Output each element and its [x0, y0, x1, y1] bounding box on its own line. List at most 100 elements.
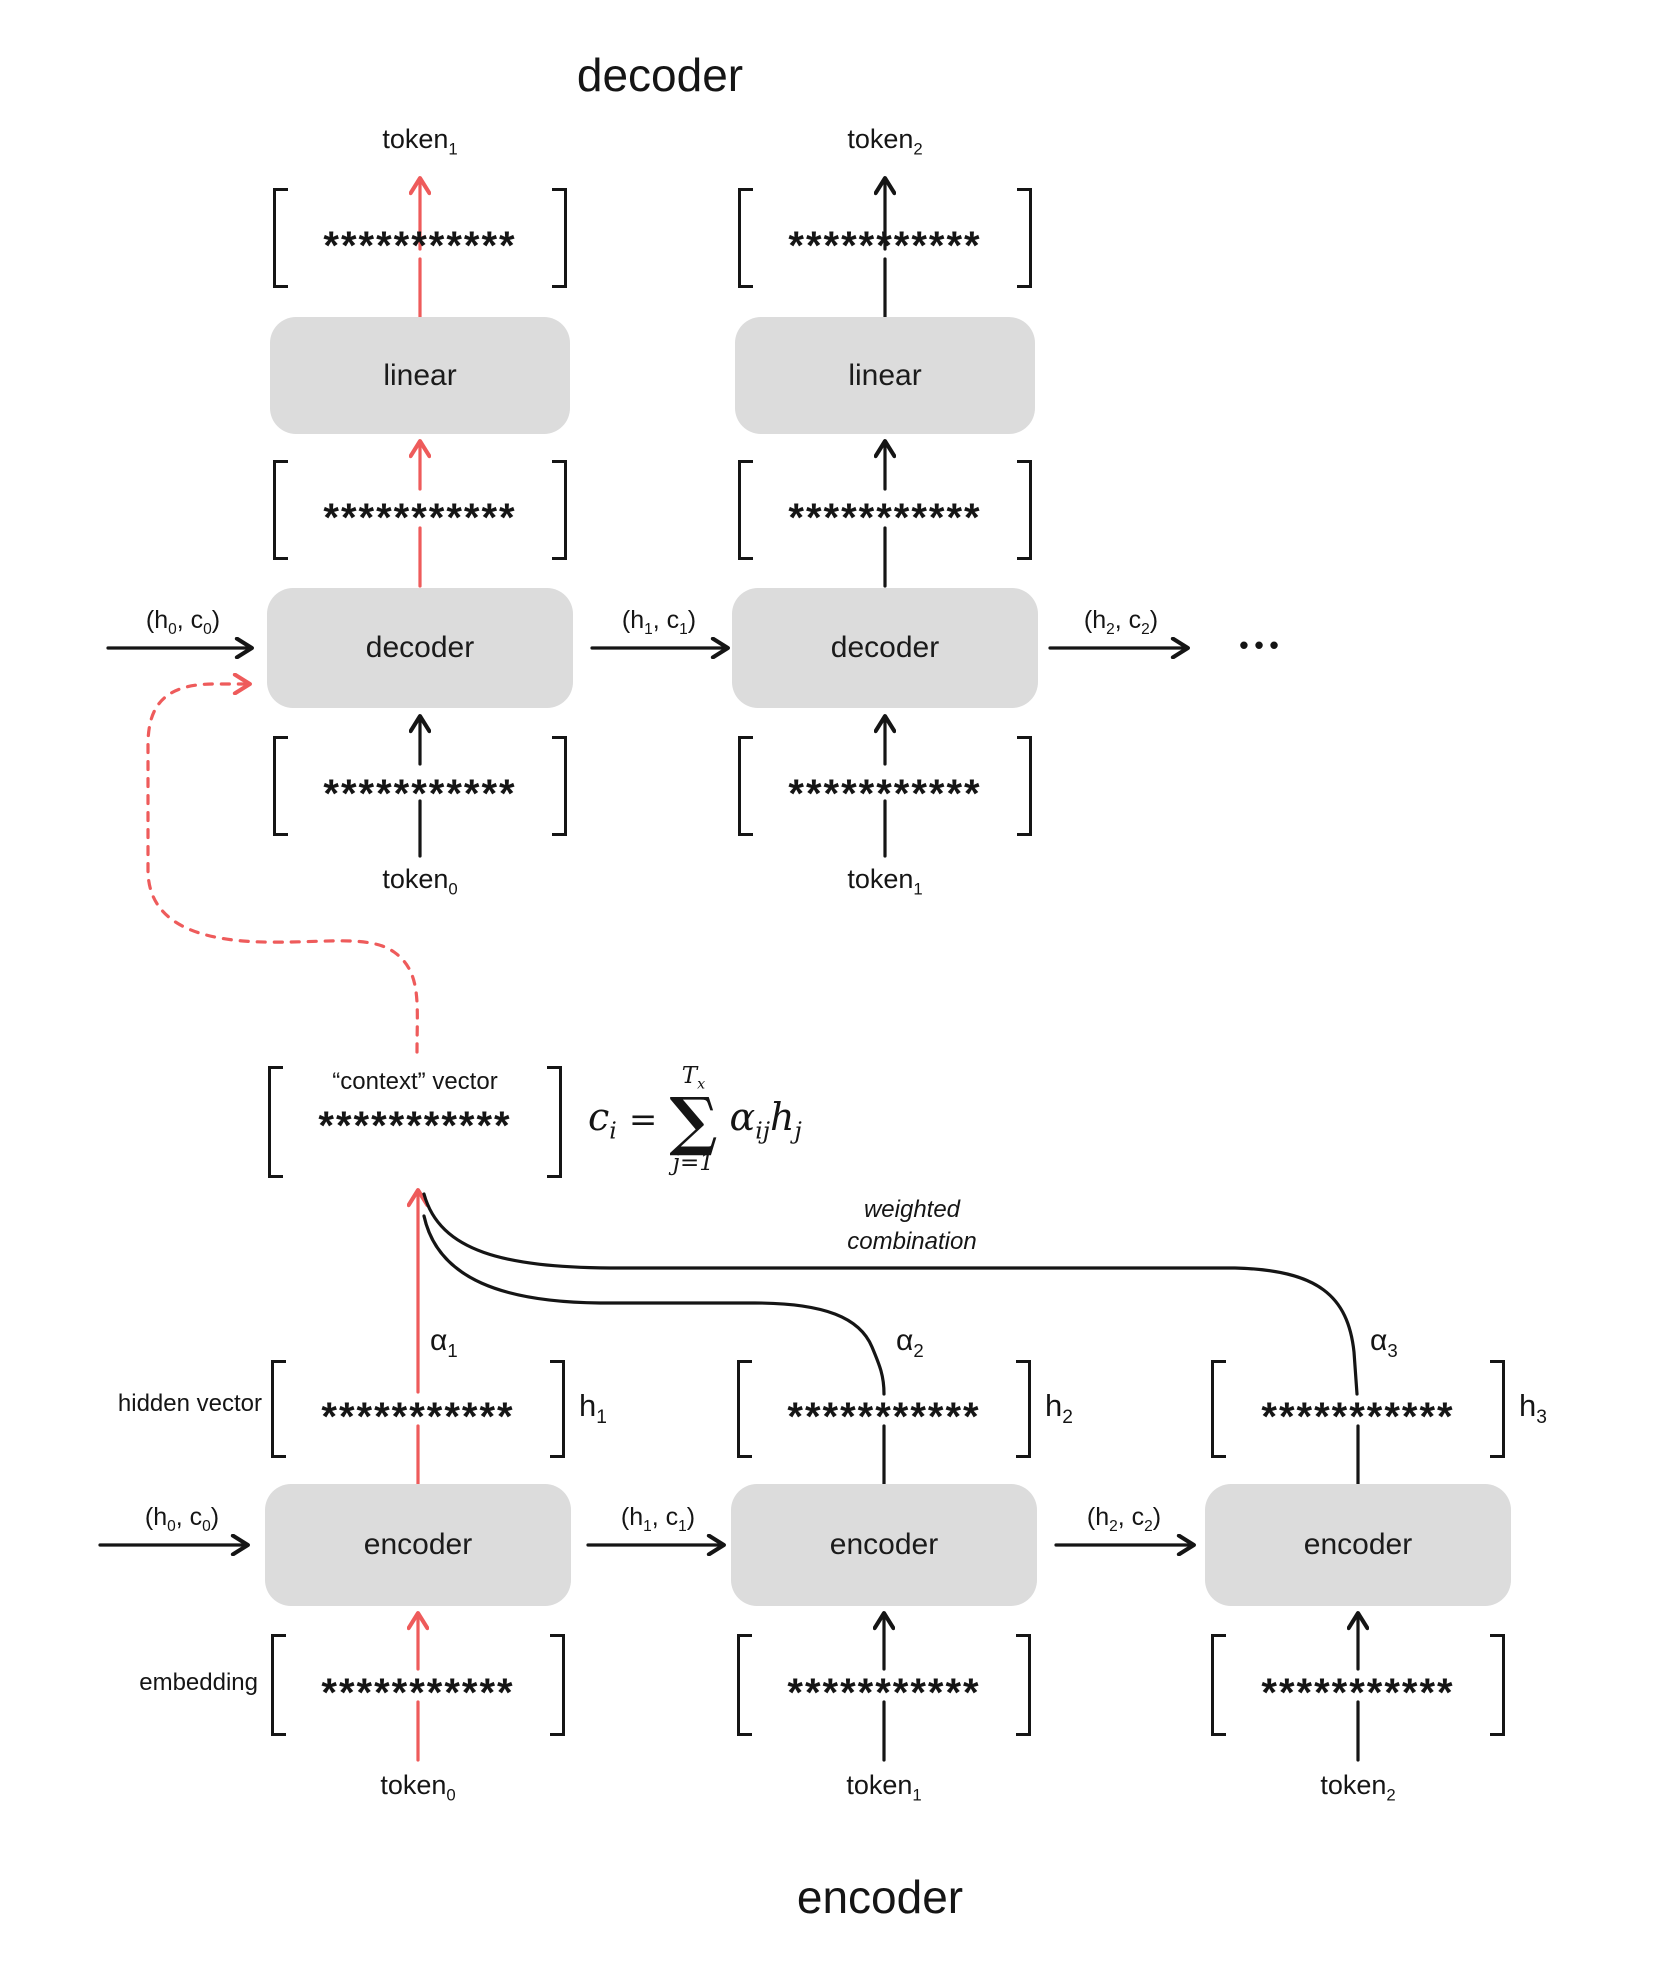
encoder-box-label: encoder	[363, 1528, 473, 1561]
vector-values: ***********	[1261, 1670, 1455, 1715]
weighted-combination-line2: combination	[847, 1228, 977, 1255]
decoder-state-label-h0c0: (h0, c0)	[145, 606, 221, 638]
decoder2-mid-vector: ***********	[738, 460, 1032, 560]
encoder3-hidden-vector: ***********	[1211, 1360, 1505, 1458]
encoder-state-label-h0c0: (h0, c0)	[144, 1503, 220, 1535]
continuation-ellipsis: •••	[1239, 630, 1285, 660]
bracket-right	[552, 460, 567, 560]
decoder1-input-vector: ***********	[273, 736, 567, 836]
vector-values: ***********	[788, 223, 982, 268]
bracket-right	[1490, 1360, 1505, 1458]
alpha1-label: α1	[430, 1324, 458, 1361]
vector-values: ***********	[787, 1670, 981, 1715]
dashed-arrow-context-to-decoder1	[146, 684, 419, 1054]
curve-h3-to-context	[422, 1192, 1359, 1396]
decoder1-output-vector: ***********	[273, 188, 567, 288]
decoder2-output-vector: ***********	[738, 188, 1032, 288]
decoder1-linear-box: linear	[270, 317, 570, 434]
vector-values: ***********	[323, 495, 517, 540]
sum-lower-limit: j=1	[672, 1150, 714, 1177]
encoder1-token: token0	[380, 1770, 456, 1805]
encoder2-embedding-vector: ***********	[737, 1634, 1031, 1736]
bracket-right	[547, 1066, 562, 1178]
formula-sum: Tx ∑ j=1	[669, 1062, 718, 1177]
bracket-left	[1211, 1360, 1226, 1458]
decoder2-box: decoder	[732, 588, 1038, 708]
encoder-box-label: encoder	[829, 1528, 939, 1561]
bracket-left	[737, 1634, 752, 1736]
encoder1-box: encoder	[265, 1484, 571, 1606]
bracket-right	[1016, 1360, 1031, 1458]
decoder2-linear-box: linear	[735, 317, 1035, 434]
formula-lhs: ci	[588, 1095, 617, 1145]
encoder3-embedding-vector: ***********	[1211, 1634, 1505, 1736]
embedding-row-label: embedding	[139, 1669, 258, 1696]
sum-upper-limit: Tx	[681, 1062, 706, 1093]
vector-values: ***********	[788, 495, 982, 540]
bracket-left	[268, 1066, 283, 1178]
weighted-combination-label: weighted combination	[847, 1194, 976, 1258]
encoder2-box: encoder	[731, 1484, 1037, 1606]
decoder-box-label: decoder	[365, 631, 475, 664]
decoder1-mid-vector: ***********	[273, 460, 567, 560]
encoder1-hidden-vector: ***********	[271, 1360, 565, 1458]
bracket-left	[738, 736, 753, 836]
sigma-symbol: ∑	[669, 1083, 718, 1159]
encoder2-hidden-vector: ***********	[737, 1360, 1031, 1458]
decoder-box-label: decoder	[830, 631, 940, 664]
encoder2-token: token1	[846, 1770, 922, 1805]
context-vector: “context” vector ***********	[268, 1066, 562, 1178]
decoder-state-label-h1c1: (h1, c1)	[621, 606, 697, 638]
vector-values: ***********	[1261, 1394, 1455, 1439]
bracket-right	[1016, 1634, 1031, 1736]
vector-values: ***********	[321, 1394, 515, 1439]
decoder1-box: decoder	[267, 588, 573, 708]
formula-equals: =	[628, 1100, 658, 1140]
bracket-right	[1017, 460, 1032, 560]
decoder1-input-token: token0	[382, 864, 458, 899]
bracket-left	[273, 736, 288, 836]
bracket-right	[1017, 188, 1032, 288]
bracket-right	[552, 188, 567, 288]
bracket-left	[273, 460, 288, 560]
vector-values: ***********	[323, 223, 517, 268]
vector-values: ***********	[788, 771, 982, 816]
encoder-state-label-h1c1: (h1, c1)	[620, 1503, 696, 1535]
bracket-left	[738, 188, 753, 288]
encoder3-box: encoder	[1205, 1484, 1511, 1606]
context-vector-label: “context” vector	[332, 1068, 498, 1095]
vector-values: ***********	[321, 1670, 515, 1715]
decoder2-input-vector: ***********	[738, 736, 1032, 836]
decoder-state-label-h2c2: (h2, c2)	[1083, 606, 1159, 638]
weighted-combination-line1: weighted	[863, 1196, 961, 1223]
bracket-right	[552, 736, 567, 836]
linear-box-label: linear	[848, 358, 922, 392]
encoder-box-label: encoder	[1303, 1528, 1413, 1561]
bracket-left	[1211, 1634, 1226, 1736]
decoder1-output-token: token1	[382, 124, 458, 159]
encoder-section-title: encoder	[796, 1871, 964, 1923]
linear-box-label: linear	[383, 358, 457, 392]
formula-rhs: αijhj	[729, 1095, 802, 1145]
decoder2-input-token: token1	[847, 864, 923, 899]
hidden-vector-row-label: hidden vector	[117, 1390, 262, 1417]
vector-values: ***********	[323, 771, 517, 816]
bracket-right	[1490, 1634, 1505, 1736]
bracket-left	[738, 460, 753, 560]
encoder3-token: token2	[1320, 1770, 1396, 1805]
bracket-left	[271, 1360, 286, 1458]
encoder-state-label-h2c2: (h2, c2)	[1086, 1503, 1162, 1535]
decoder2-output-token: token2	[847, 124, 923, 159]
h2-label: h2	[1045, 1388, 1073, 1429]
encoder1-embedding-vector: ***********	[271, 1634, 565, 1736]
h1-label: h1	[579, 1388, 607, 1429]
decoder-section-title: decoder	[576, 49, 744, 101]
bracket-left	[273, 188, 288, 288]
h3-label: h3	[1519, 1388, 1547, 1429]
bracket-left	[737, 1360, 752, 1458]
bracket-right	[1017, 736, 1032, 836]
bracket-right	[550, 1360, 565, 1458]
bracket-left	[271, 1634, 286, 1736]
